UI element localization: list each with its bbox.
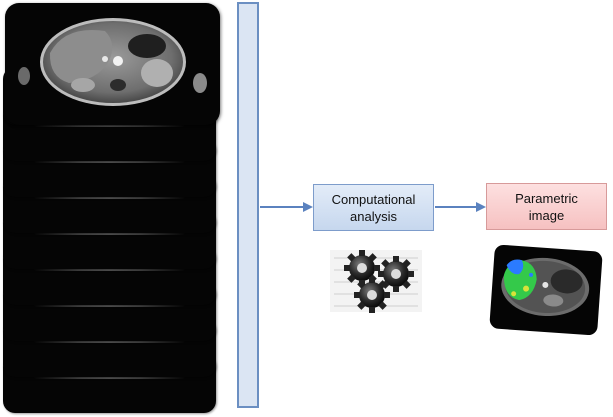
parametric-image-label: Parametric image [515,190,578,223]
mri-slice-top [5,3,220,125]
parametric-image-box: Parametric image [486,183,607,230]
collector-bar [237,2,259,408]
computational-analysis-label: Computational analysis [331,191,416,224]
computational-analysis-box: Computational analysis [313,184,434,231]
abdominal-mri-image [18,18,207,106]
